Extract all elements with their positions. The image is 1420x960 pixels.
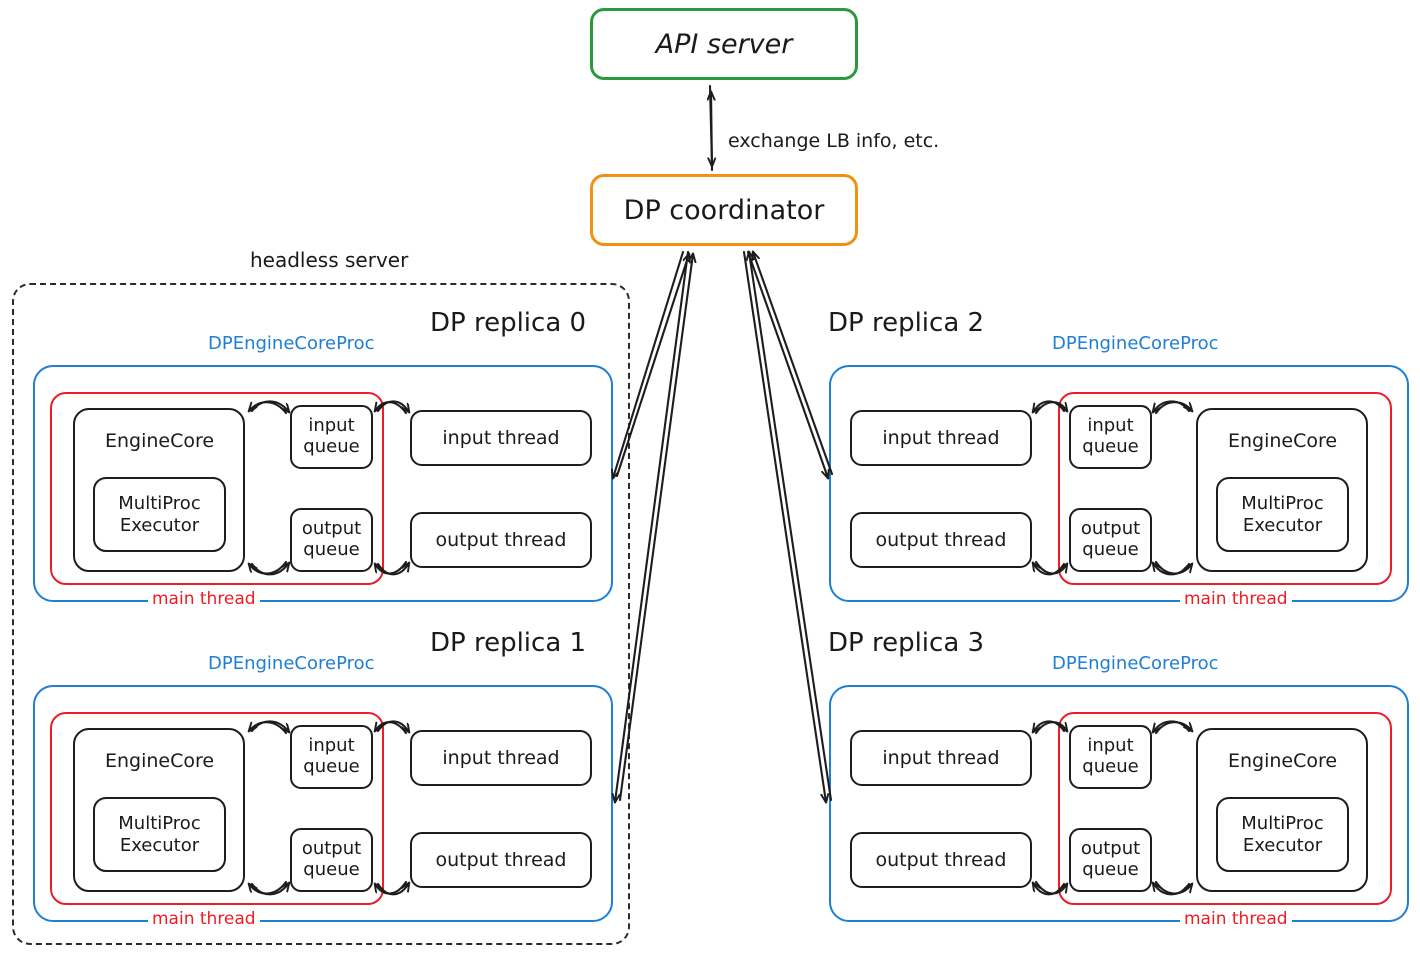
arrow-coordinator-to-replica-3 <box>742 250 826 802</box>
mpexec-line-1: MultiProc <box>118 812 201 834</box>
dp-replica-1-main-thread-label: main thread <box>148 909 260 929</box>
dp-replica-2-main-thread-box <box>1058 392 1392 585</box>
output-thread-label: output thread <box>435 528 567 551</box>
arrow-coordinator-to-api <box>711 92 712 172</box>
dp-replica-2-multiproc-executor-box[interactable]: MultiProc Executor <box>1216 477 1349 552</box>
input-thread-label: input thread <box>882 426 1000 449</box>
dp-replica-1-proc-label: DPEngineCoreProc <box>208 653 375 674</box>
dp-replica-1-title: DP replica 1 <box>430 628 587 658</box>
dp-replica-1-multiproc-executor-box[interactable]: MultiProc Executor <box>93 797 226 872</box>
dp-replica-0-multiproc-executor-box[interactable]: MultiProc Executor <box>93 477 226 552</box>
api-server-box[interactable]: API server <box>590 8 858 80</box>
output-queue-line-1: output <box>301 838 362 860</box>
headless-server-label: headless server <box>250 248 409 272</box>
output-queue-line-2: queue <box>303 539 360 560</box>
dp-replica-0-process-box[interactable] <box>33 365 613 602</box>
api-server-label: API server <box>655 28 793 60</box>
output-queue-line-2: queue <box>1082 859 1139 880</box>
dp-replica-3-main-thread-label: main thread <box>1180 909 1292 929</box>
output-queue-line-2: queue <box>303 859 360 880</box>
dp-replica-1-input-queue-box[interactable]: input queue <box>290 725 373 789</box>
input-queue-line-1: input <box>1087 415 1134 437</box>
dp-replica-3-title: DP replica 3 <box>828 628 985 658</box>
input-queue-line-1: input <box>308 415 355 437</box>
dp-replica-3-output-thread-box[interactable]: output thread <box>850 832 1032 888</box>
dp-replica-0-input-queue-box[interactable]: input queue <box>290 405 373 469</box>
output-queue-line-2: queue <box>1082 539 1139 560</box>
dp-replica-3-output-queue-box[interactable]: output queue <box>1069 828 1152 892</box>
dp-replica-2-engine-core-label: EngineCore <box>1228 430 1338 452</box>
dp-replica-2-output-queue-box[interactable]: output queue <box>1069 508 1152 572</box>
arrow-replica-3-to-coordinator <box>749 252 833 802</box>
dp-replica-0-input-thread-box[interactable]: input thread <box>410 410 592 466</box>
dp-replica-0-output-thread-box[interactable]: output thread <box>410 512 592 568</box>
input-thread-label: input thread <box>442 746 560 769</box>
dp-replica-3-main-thread-box <box>1058 712 1392 905</box>
dp-replica-0-proc-label: DPEngineCoreProc <box>208 333 375 354</box>
dp-coordinator-label: DP coordinator <box>623 194 825 226</box>
dp-replica-1-engine-core-label: EngineCore <box>105 750 215 772</box>
mpexec-line-2: Executor <box>119 834 200 856</box>
dp-replica-2-title: DP replica 2 <box>828 308 985 338</box>
dp-replica-3-engine-core-label: EngineCore <box>1228 750 1338 772</box>
output-queue-line-1: output <box>301 518 362 540</box>
dp-replica-1-output-thread-box[interactable]: output thread <box>410 832 592 888</box>
mpexec-line-2: Executor <box>1242 834 1323 856</box>
dp-replica-3-process-box[interactable] <box>829 685 1409 922</box>
dp-replica-3-proc-label: DPEngineCoreProc <box>1052 653 1219 674</box>
arrow-replica-1-to-coordinator <box>618 254 693 802</box>
mpexec-line-1: MultiProc <box>1241 812 1324 834</box>
output-thread-label: output thread <box>875 528 1007 551</box>
dp-replica-1-output-queue-box[interactable]: output queue <box>290 828 373 892</box>
output-thread-label: output thread <box>435 848 567 871</box>
input-queue-line-1: input <box>308 735 355 757</box>
dp-replica-3-input-thread-box[interactable]: input thread <box>850 730 1032 786</box>
mpexec-line-1: MultiProc <box>1241 492 1324 514</box>
arrow-coordinator-to-replica-2 <box>746 250 828 478</box>
mpexec-line-2: Executor <box>1242 514 1323 536</box>
dp-replica-0-main-thread-label: main thread <box>148 589 260 609</box>
dp-replica-1-input-thread-box[interactable]: input thread <box>410 730 592 786</box>
dp-replica-0-engine-core-label: EngineCore <box>105 430 215 452</box>
input-thread-label: input thread <box>442 426 560 449</box>
dp-replica-2-main-thread-label: main thread <box>1180 589 1292 609</box>
dp-coordinator-box[interactable]: DP coordinator <box>590 174 858 246</box>
arrow-replica-2-to-coordinator <box>753 252 834 476</box>
dp-replica-2-proc-label: DPEngineCoreProc <box>1052 333 1219 354</box>
input-thread-label: input thread <box>882 746 1000 769</box>
input-queue-line-2: queue <box>1082 756 1139 777</box>
dp-replica-0-main-thread-box <box>50 392 384 585</box>
input-queue-line-2: queue <box>1082 436 1139 457</box>
exchange-lb-info-label: exchange LB info, etc. <box>728 130 940 152</box>
output-thread-label: output thread <box>875 848 1007 871</box>
dp-replica-2-output-thread-box[interactable]: output thread <box>850 512 1032 568</box>
input-queue-line-2: queue <box>303 436 360 457</box>
output-queue-line-1: output <box>1080 838 1141 860</box>
dp-replica-2-input-thread-box[interactable]: input thread <box>850 410 1032 466</box>
dp-replica-0-title: DP replica 0 <box>430 308 587 338</box>
mpexec-line-2: Executor <box>119 514 200 536</box>
input-queue-line-1: input <box>1087 735 1134 757</box>
dp-replica-0-output-queue-box[interactable]: output queue <box>290 508 373 572</box>
mpexec-line-1: MultiProc <box>118 492 201 514</box>
dp-replica-3-input-queue-box[interactable]: input queue <box>1069 725 1152 789</box>
dp-replica-2-input-queue-box[interactable]: input queue <box>1069 405 1152 469</box>
output-queue-line-1: output <box>1080 518 1141 540</box>
dp-replica-1-main-thread-box <box>50 712 384 905</box>
dp-replica-3-multiproc-executor-box[interactable]: MultiProc Executor <box>1216 797 1349 872</box>
input-queue-line-2: queue <box>303 756 360 777</box>
arrow-api-to-coordinator <box>710 84 712 166</box>
